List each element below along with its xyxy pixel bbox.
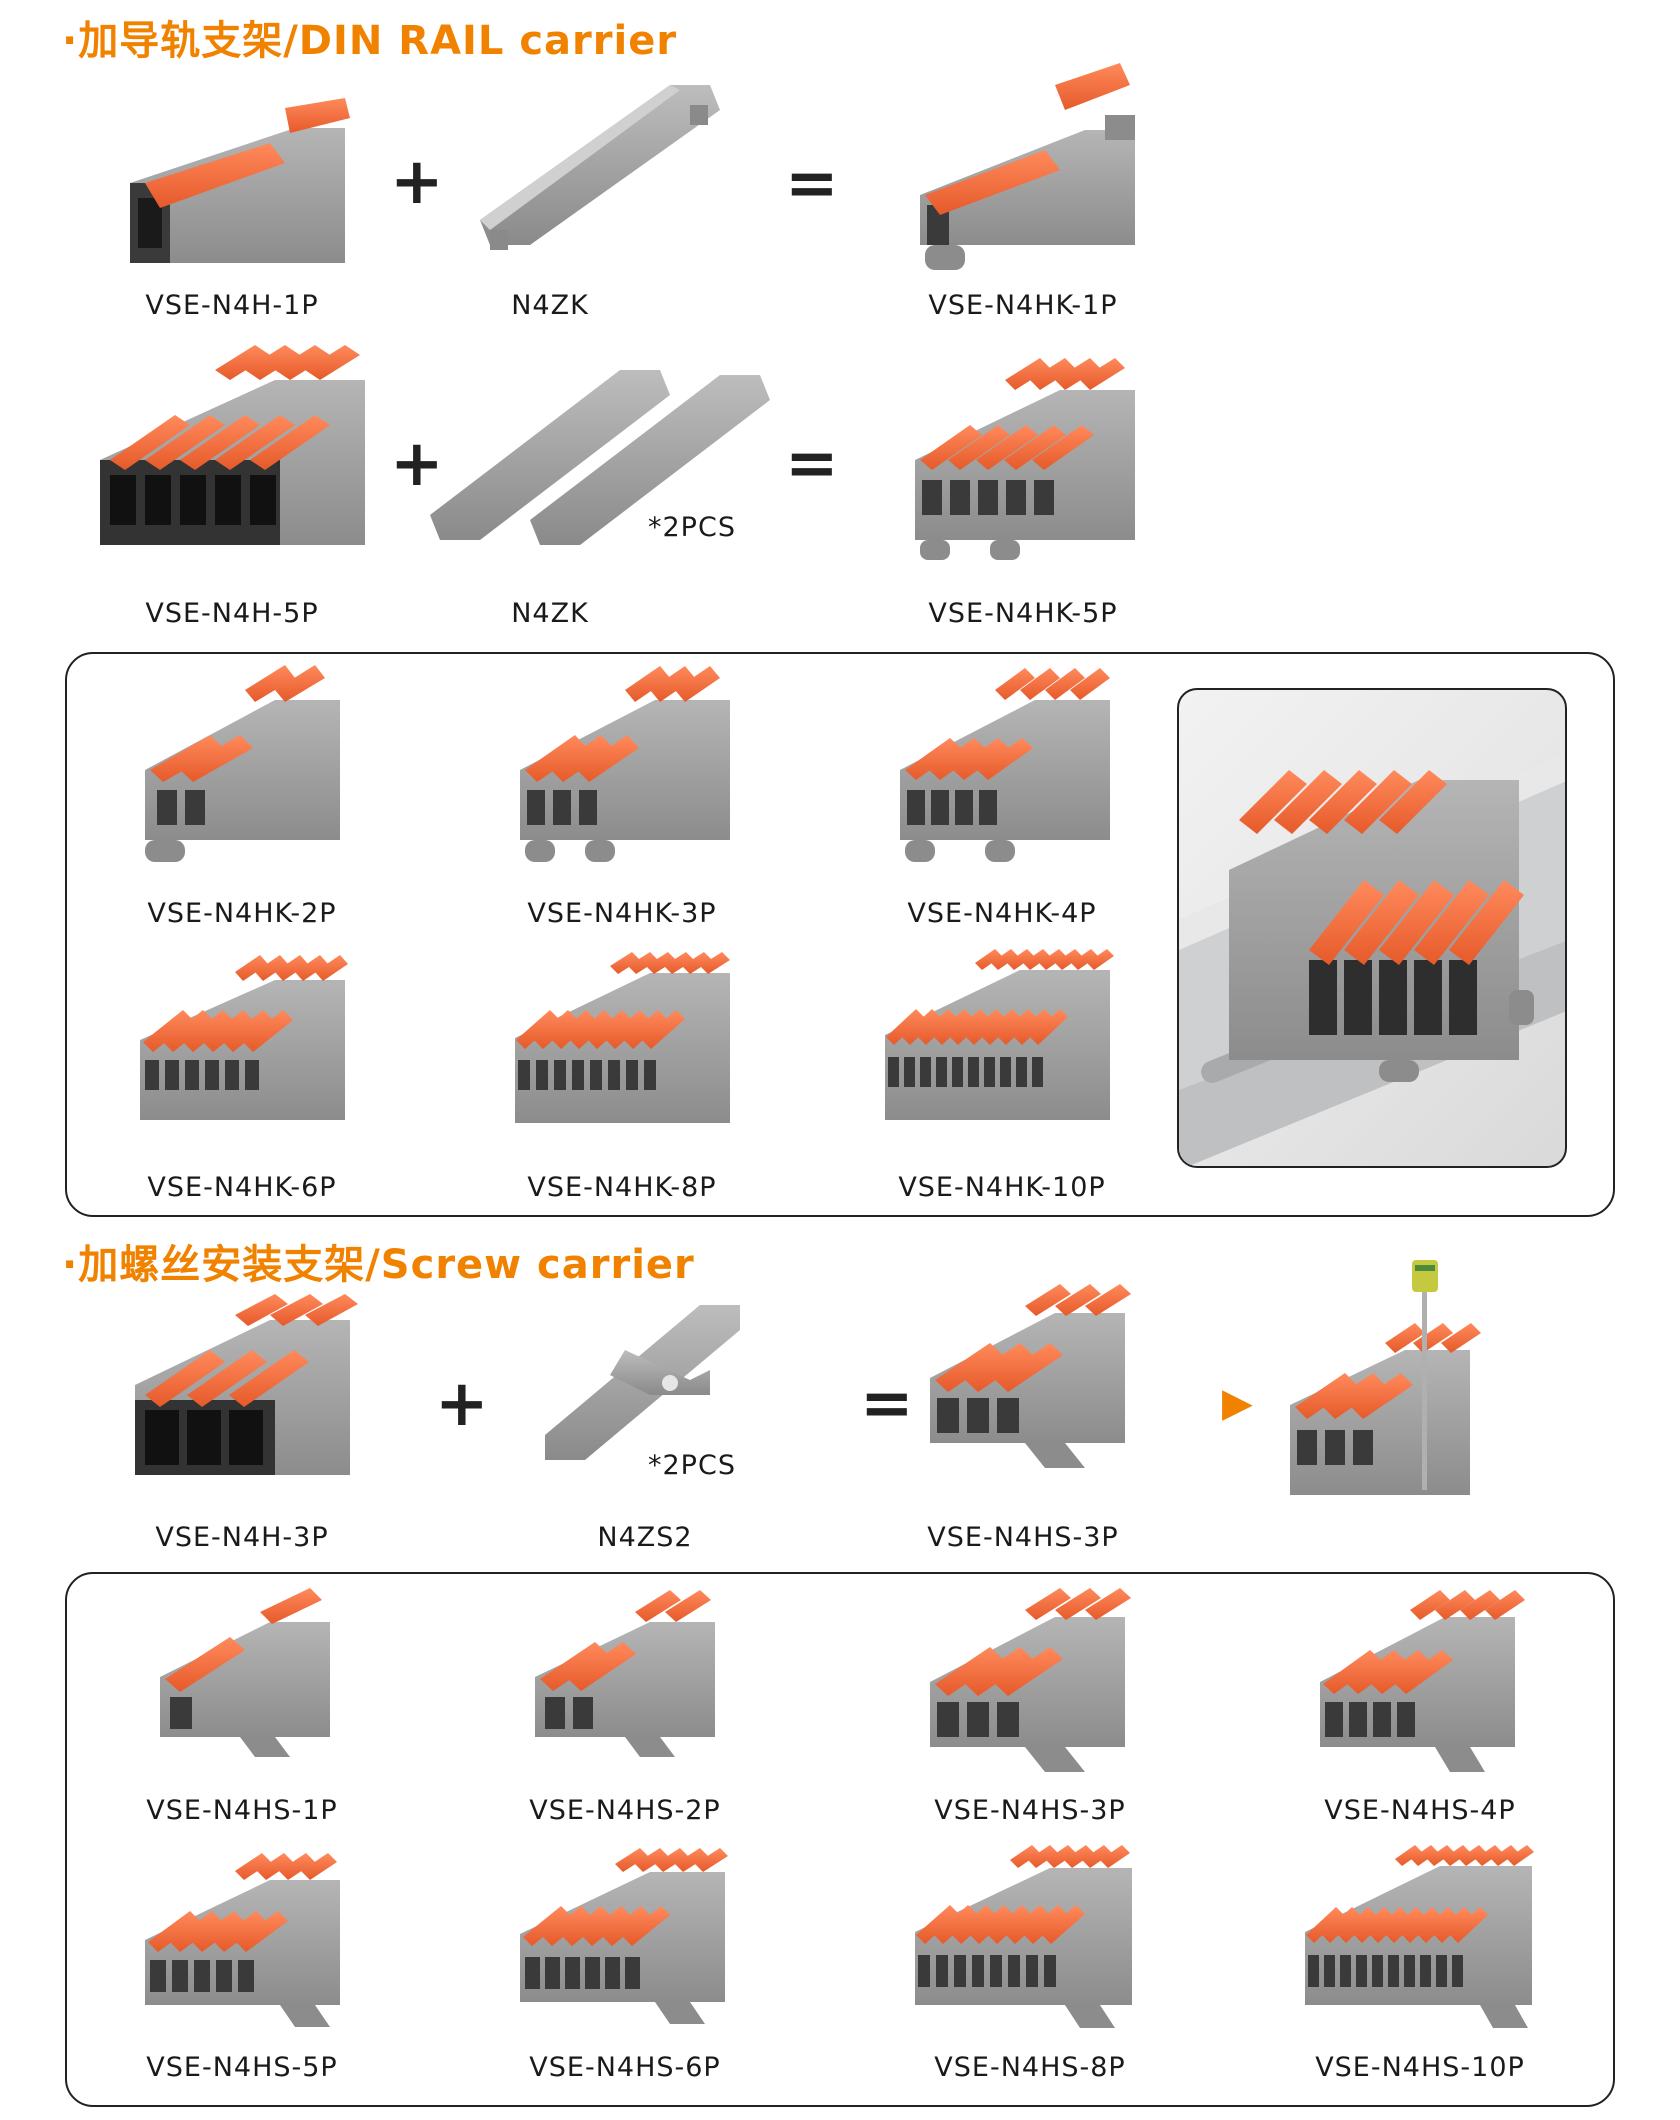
product-image-vse-n4h-3p bbox=[135, 1294, 358, 1475]
label-vse-n4hs-8p: VSE-N4HS-8P bbox=[934, 2052, 1126, 2083]
label-vse-n4hs-5p: VSE-N4HS-5P bbox=[146, 2052, 338, 2083]
arrow-right-icon: ▶ bbox=[1222, 1380, 1253, 1426]
product-image-vse-n4h-5p bbox=[100, 345, 365, 545]
product-image-n4zs2 bbox=[545, 1305, 740, 1460]
plus-sign: + bbox=[390, 145, 444, 219]
product-image-vse-n4hk-1p bbox=[920, 63, 1135, 270]
label-vse-n4hk-8p: VSE-N4HK-8P bbox=[527, 1172, 717, 1203]
product-image-vse-n4hk-10p bbox=[885, 949, 1114, 1120]
label-vse-n4hk-1p: VSE-N4HK-1P bbox=[928, 290, 1118, 321]
equals-sign: = bbox=[785, 147, 839, 221]
label-vse-n4h-5p: VSE-N4H-5P bbox=[145, 598, 319, 629]
product-image-n4zk-pair bbox=[430, 370, 770, 545]
product-image-vse-n4hk-3p bbox=[520, 666, 730, 862]
product-image-vse-n4hk-2p bbox=[145, 665, 340, 862]
product-image-vse-n4hs-5p bbox=[145, 1853, 340, 2027]
product-image-n4zk bbox=[480, 85, 720, 250]
label-vse-n4hk-6p: VSE-N4HK-6P bbox=[147, 1172, 337, 1203]
product-image-vse-n4hs-10p bbox=[1305, 1845, 1534, 2028]
label-vse-n4hs-3p-panel: VSE-N4HS-3P bbox=[934, 1795, 1126, 1826]
label-vse-n4hs-1p: VSE-N4HS-1P bbox=[146, 1795, 338, 1826]
quantity-note: *2PCS bbox=[648, 512, 736, 543]
mounted-on-rail-photo bbox=[1177, 688, 1567, 1168]
label-n4zk: N4ZK bbox=[511, 290, 589, 321]
label-vse-n4hk-4p: VSE-N4HK-4P bbox=[907, 898, 1097, 929]
product-image-vse-n4hs-4p bbox=[1320, 1590, 1525, 1772]
label-vse-n4h-1p: VSE-N4H-1P bbox=[145, 290, 319, 321]
label-vse-n4hk-2p: VSE-N4HK-2P bbox=[147, 898, 337, 929]
product-image-vse-n4hs-8p bbox=[915, 1845, 1132, 2028]
product-image-vse-n4hs-2p bbox=[535, 1590, 715, 1757]
label-vse-n4hk-3p: VSE-N4HK-3P bbox=[527, 898, 717, 929]
label-vse-n4hs-10p: VSE-N4HS-10P bbox=[1315, 2052, 1525, 2083]
product-image-vse-n4h-1p bbox=[130, 98, 350, 263]
din-rail-variants-panel bbox=[65, 652, 1615, 1217]
section-title-screw: ·加螺丝安装支架/Screw carrier bbox=[62, 1242, 695, 1288]
screw-carrier-variants-panel bbox=[65, 1572, 1615, 2107]
product-image-vse-n4hs-6p bbox=[520, 1848, 728, 2024]
product-image-vse-n4hs-3p-variant bbox=[930, 1588, 1131, 1772]
product-image-vse-n4hk-8p bbox=[515, 952, 730, 1123]
plus-sign: + bbox=[390, 427, 444, 501]
quantity-note-screw: *2PCS bbox=[648, 1450, 736, 1481]
label-vse-n4hs-4p: VSE-N4HS-4P bbox=[1324, 1795, 1516, 1826]
label-vse-n4hs-6p: VSE-N4HS-6P bbox=[529, 2052, 721, 2083]
product-image-vse-n4hk-6p bbox=[140, 955, 348, 1120]
label-n4zs2: N4ZS2 bbox=[597, 1522, 693, 1553]
label-n4zk-2: N4ZK bbox=[511, 598, 589, 629]
section-title-din-rail: ·加导轨支架/DIN RAIL carrier bbox=[62, 18, 678, 64]
label-vse-n4h-3p: VSE-N4H-3P bbox=[155, 1522, 329, 1553]
product-image-screw-mounted bbox=[1290, 1260, 1481, 1495]
label-vse-n4hs-3p: VSE-N4HS-3P bbox=[927, 1522, 1119, 1553]
product-image-vse-n4hk-4p bbox=[900, 668, 1110, 862]
plus-sign: + bbox=[435, 1367, 489, 1441]
label-vse-n4hk-5p: VSE-N4HK-5P bbox=[928, 598, 1118, 629]
product-image-vse-n4hs-1p bbox=[160, 1588, 330, 1757]
label-vse-n4hk-10p: VSE-N4HK-10P bbox=[898, 1172, 1106, 1203]
equals-sign: = bbox=[860, 1367, 914, 1441]
label-vse-n4hs-2p: VSE-N4HS-2P bbox=[529, 1795, 721, 1826]
product-image-vse-n4hk-5p bbox=[915, 358, 1135, 560]
product-image-vse-n4hs-3p bbox=[930, 1284, 1131, 1468]
equals-sign: = bbox=[785, 427, 839, 501]
